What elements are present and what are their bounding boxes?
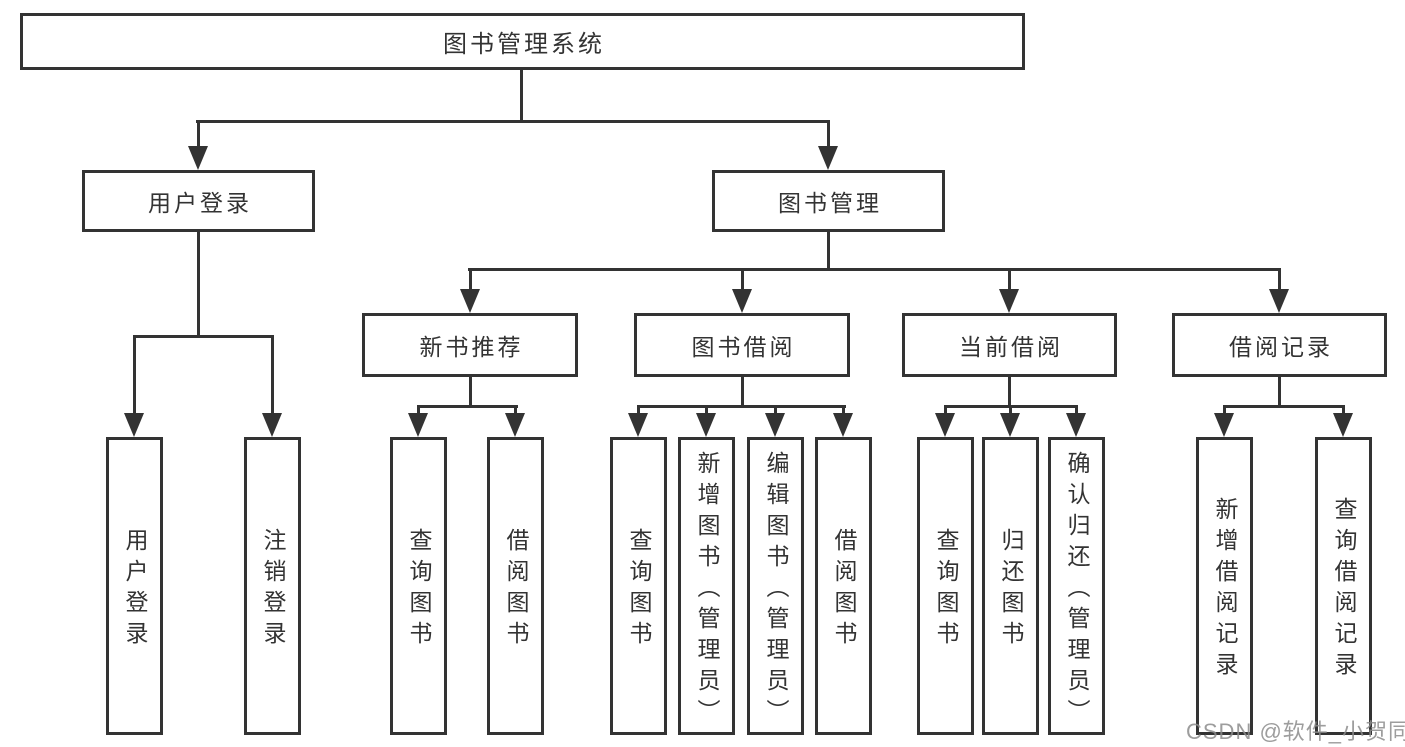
connector-line [417, 405, 420, 417]
connector-line [133, 335, 273, 338]
arrow-down-icon [935, 413, 955, 437]
connector-line [417, 405, 518, 408]
connector-line [1008, 268, 1011, 292]
arrow-down-icon [765, 413, 785, 437]
node-borrowing-records: 借阅记录 [1172, 313, 1387, 377]
arrow-down-icon [505, 413, 525, 437]
arrow-down-icon [1269, 289, 1289, 313]
arrow-down-icon [1333, 413, 1353, 437]
node-new-book-recommend: 新书推荐 [362, 313, 578, 377]
node-leaf-add-borrow-record: 新增借阅记录 [1196, 437, 1253, 735]
arrow-down-icon [1066, 413, 1086, 437]
arrow-down-icon [408, 413, 428, 437]
node-leaf-query-borrow-record: 查询借阅记录 [1315, 437, 1372, 735]
arrow-down-icon [628, 413, 648, 437]
arrow-down-icon [460, 289, 480, 313]
connector-line [944, 405, 947, 417]
arrow-down-icon [833, 413, 853, 437]
connector-line [827, 232, 830, 270]
node-leaf-borrow-books: 借阅图书 [815, 437, 872, 735]
connector-line [196, 120, 830, 123]
connector-line [774, 405, 777, 417]
connector-line [197, 232, 200, 338]
arrow-down-icon [124, 413, 144, 437]
connector-line [469, 377, 472, 407]
connector-line [197, 120, 200, 152]
node-library-management-system: 图书管理系统 [20, 13, 1025, 70]
node-leaf-query-books: 查询图书 [610, 437, 667, 735]
connector-line [827, 120, 830, 152]
connector-line [741, 377, 744, 407]
arrow-down-icon [1214, 413, 1234, 437]
node-leaf-add-books-admin: 新增图书（管理员） [678, 437, 735, 735]
connector-line [133, 335, 136, 417]
arrow-down-icon [696, 413, 716, 437]
node-leaf-return-books: 归还图书 [982, 437, 1039, 735]
connector-line [637, 405, 640, 417]
node-book-management: 图书管理 [712, 170, 945, 232]
connector-line [514, 405, 517, 417]
connector-line [1075, 405, 1078, 417]
connector-line [1223, 405, 1226, 417]
connector-line [637, 405, 846, 408]
connector-line [1278, 377, 1281, 407]
arrow-down-icon [262, 413, 282, 437]
connector-line [271, 335, 274, 417]
node-leaf-logout: 注销登录 [244, 437, 301, 735]
connector-line [469, 268, 472, 292]
node-leaf-query-books: 查询图书 [390, 437, 447, 735]
node-book-borrowing: 图书借阅 [634, 313, 850, 377]
arrow-down-icon [818, 146, 838, 170]
arrow-down-icon [999, 289, 1019, 313]
connector-line [520, 70, 523, 120]
node-current-borrowing: 当前借阅 [902, 313, 1117, 377]
node-leaf-query-books: 查询图书 [917, 437, 974, 735]
csdn-watermark: CSDN @软件_小贺同学 [1186, 719, 1405, 744]
node-leaf-user-login: 用户登录 [106, 437, 163, 735]
arrow-down-icon [1000, 413, 1020, 437]
node-leaf-borrow-books: 借阅图书 [487, 437, 544, 735]
node-leaf-confirm-return-admin: 确认归还（管理员） [1048, 437, 1105, 735]
connector-line [705, 405, 708, 417]
connector-line [1278, 268, 1281, 292]
node-user-login: 用户登录 [82, 170, 315, 232]
arrow-down-icon [732, 289, 752, 313]
connector-line [1009, 405, 1012, 417]
node-leaf-edit-books-admin: 编辑图书（管理员） [747, 437, 804, 735]
connector-line [842, 405, 845, 417]
connector-line [468, 268, 1281, 271]
connector-line [1342, 405, 1345, 417]
connector-line [741, 268, 744, 292]
connector-line [1223, 405, 1345, 408]
arrow-down-icon [188, 146, 208, 170]
connector-line [1008, 377, 1011, 407]
